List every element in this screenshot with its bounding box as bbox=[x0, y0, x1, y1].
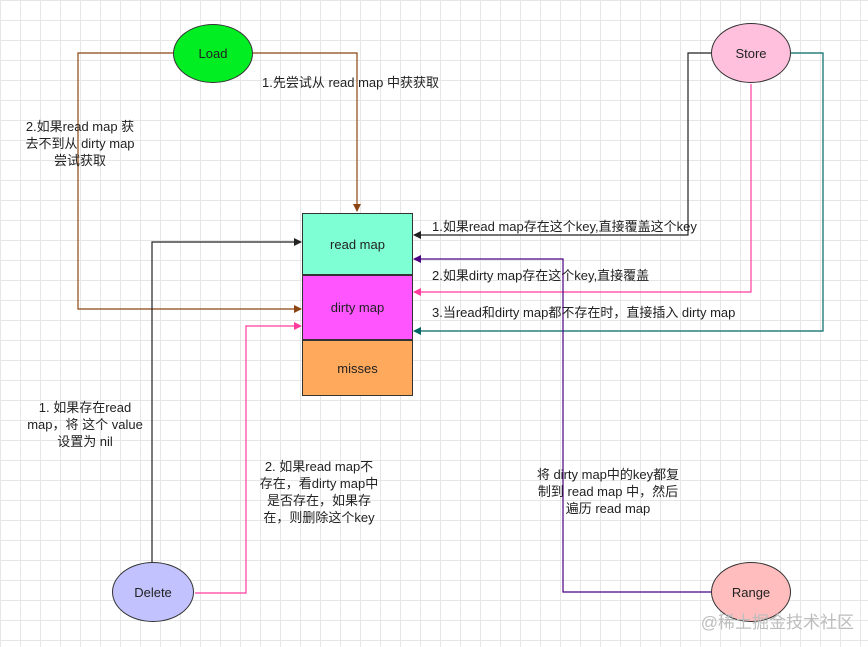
label-line: 存在，看dirty map中 bbox=[259, 476, 379, 491]
label-line: 遍历 read map bbox=[565, 501, 651, 516]
edge-store-dirty bbox=[413, 84, 752, 296]
store-node[interactable]: Store bbox=[711, 23, 791, 83]
label-line: 将 dirty map中的key都复 bbox=[536, 467, 680, 482]
label-delete-dirty: 2. 如果read map不 存在，看dirty map中 是否存在，如果存 在… bbox=[251, 458, 387, 526]
label-store-read: 1.如果read map存在这个key,直接覆盖这个key bbox=[432, 219, 697, 234]
range-node[interactable]: Range bbox=[711, 562, 791, 622]
edge-delete-read bbox=[151, 238, 302, 563]
label-line: 去不到从 dirty map bbox=[25, 136, 135, 151]
read-map-block[interactable]: read map bbox=[302, 213, 413, 275]
watermark: @稀土掘金技术社区 bbox=[700, 613, 854, 632]
edge-range-read bbox=[413, 255, 713, 593]
label-load-dirty: 2.如果read map 获 去不到从 dirty map 尝试获取 bbox=[15, 118, 145, 169]
dirty-map-block[interactable]: dirty map bbox=[302, 275, 413, 340]
label-range-read: 将 dirty map中的key都复 制到 read map 中，然后 遍历 r… bbox=[520, 466, 696, 517]
label-line: 制到 read map 中，然后 bbox=[537, 484, 679, 499]
load-node[interactable]: Load bbox=[173, 24, 253, 83]
label-line: 尝试获取 bbox=[53, 153, 106, 168]
label-line: 是否存在，如果存 bbox=[266, 493, 371, 508]
label-store-dirty: 2.如果dirty map存在这个key,直接覆盖 bbox=[432, 268, 650, 283]
edge-load-read bbox=[252, 52, 361, 212]
label-line: 2. 如果read map不 bbox=[264, 459, 374, 474]
edge-store-insert bbox=[413, 52, 824, 335]
delete-node[interactable]: Delete bbox=[112, 562, 194, 622]
label-line: 2.如果read map 获 bbox=[25, 119, 135, 134]
label-line: 1. 如果存在read bbox=[38, 400, 132, 415]
label-line: 在，则删除这个key bbox=[263, 510, 375, 525]
label-load-read: 1.先尝试从 read map 中获获取 bbox=[262, 75, 439, 90]
edge-delete-dirty bbox=[195, 322, 302, 594]
label-line: map，将 这个 value bbox=[27, 417, 143, 432]
edge-load-dirty bbox=[77, 52, 302, 313]
label-delete-read: 1. 如果存在read map，将 这个 value 设置为 nil bbox=[15, 399, 155, 450]
misses-block[interactable]: misses bbox=[302, 340, 413, 396]
edge-store-read bbox=[413, 52, 711, 239]
label-line: 设置为 nil bbox=[57, 434, 113, 449]
label-store-insert: 3.当read和dirty map都不存在时，直接插入 dirty map bbox=[432, 305, 736, 320]
